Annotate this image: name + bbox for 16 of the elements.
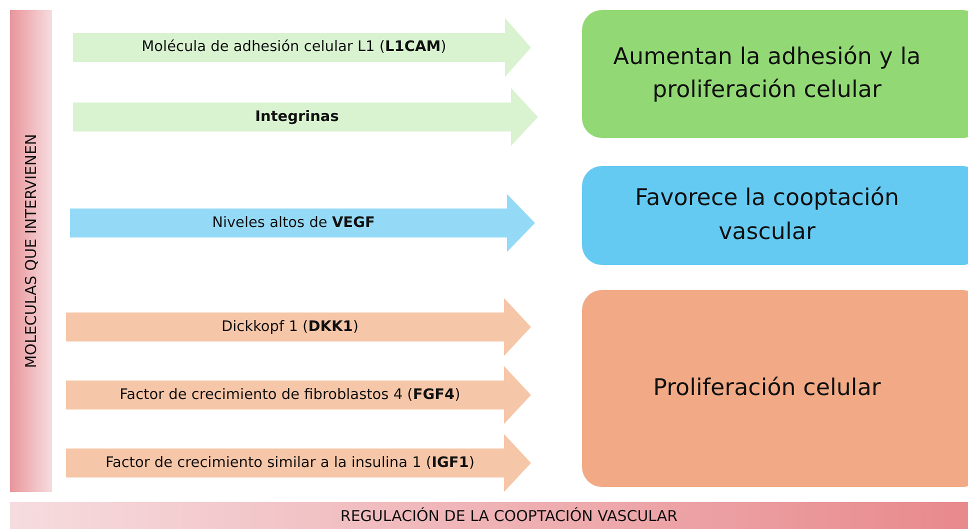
bottom-band (10, 502, 968, 529)
side-band (10, 10, 52, 492)
arrow-label: Dickkopf 1 (DKK1) (220, 318, 360, 336)
box-text: Proliferación celular (653, 374, 881, 403)
arrow-label: Factor de crecimiento similar a la insulina 1 (IGF1) (104, 454, 476, 472)
arrow-label: Factor de crecimiento de fibroblastos 4 (FGF4) (118, 386, 462, 404)
arrow-label: Integrinas (254, 108, 340, 126)
outcome-box (582, 166, 968, 265)
band-label: MOLECULAS QUE INTERVIENEN (22, 134, 40, 368)
arrow-label: Niveles altos de VEGF (211, 214, 376, 232)
arrow-label: Molécula de adhesión celular L1 (L1CAM) (140, 38, 448, 57)
outcome-box (582, 10, 968, 138)
box-text: Favorece la cooptación vascular (634, 184, 900, 246)
band-label: REGULACIÓN DE LA COOPTACIÓN VASCULAR (339, 506, 678, 524)
outcome-box (582, 290, 968, 487)
box-text: Aumentan la adhesión y la proliferación celular (612, 42, 922, 105)
